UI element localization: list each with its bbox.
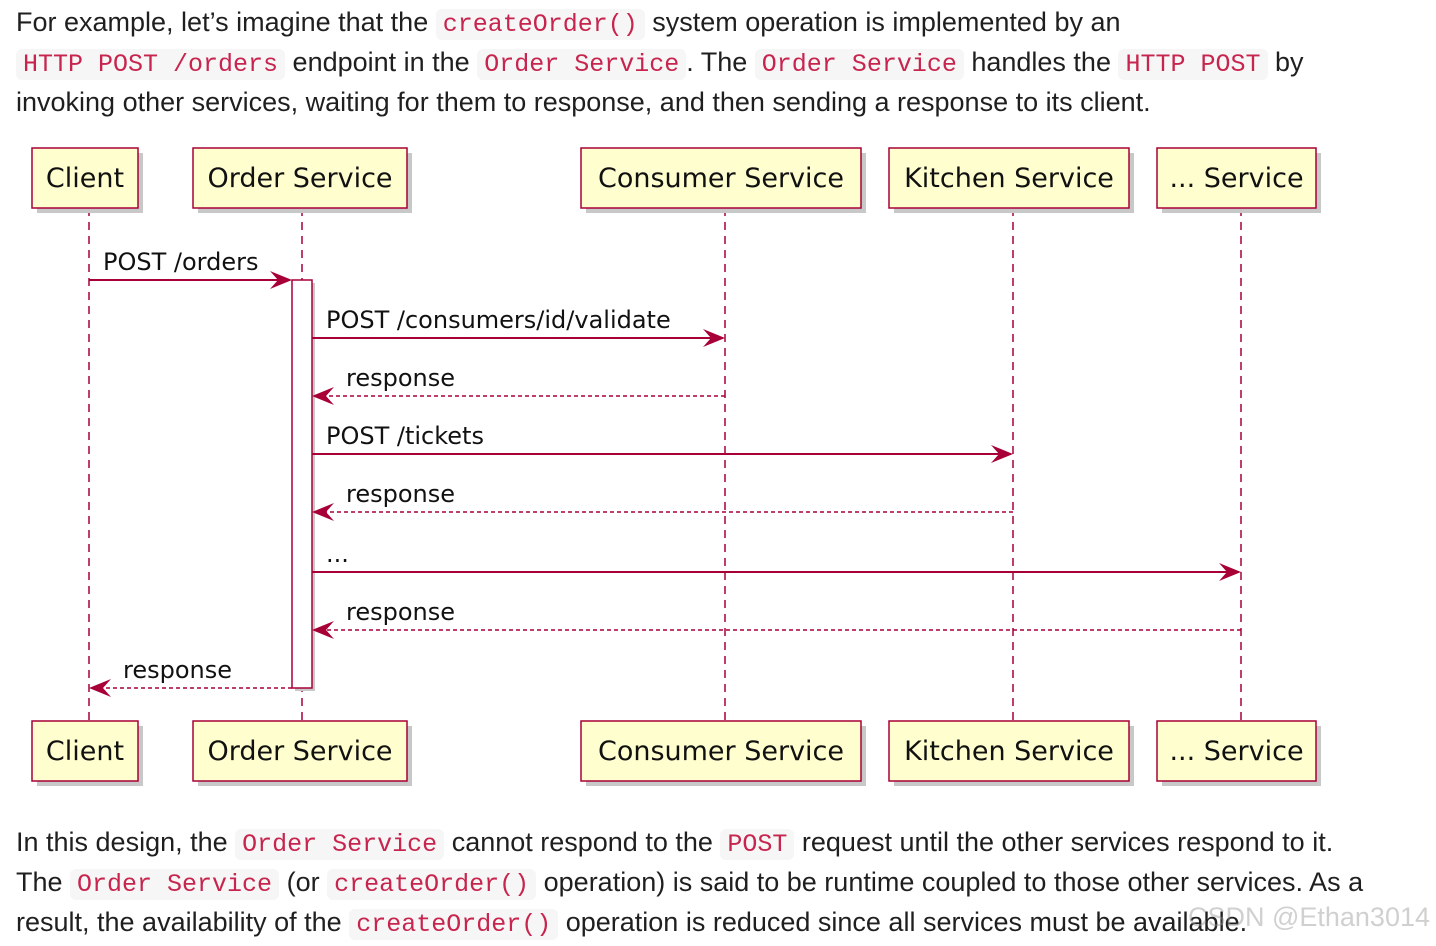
text: endpoint in the (285, 47, 478, 77)
participant-box (192, 720, 408, 782)
message-label: ... (326, 540, 349, 568)
arrowhead (1219, 563, 1241, 581)
participant-label: Order Service (207, 736, 392, 767)
message: POST /tickets (312, 422, 1013, 463)
participant-bottom: Order Service (192, 720, 412, 786)
inline-code: createOrder() (349, 909, 559, 940)
participant-bottom: Client (31, 720, 143, 786)
participant-label: Client (46, 163, 124, 194)
participant-label: Kitchen Service (904, 163, 1114, 194)
text: The (16, 867, 71, 897)
participant-top: Order Service (192, 147, 412, 213)
message-label: response (346, 598, 455, 626)
participant-box (1156, 720, 1317, 782)
text: cannot respond to the (444, 827, 721, 857)
message: response (312, 364, 725, 405)
participant-box (192, 147, 408, 209)
text: (or (279, 867, 328, 897)
message-label: response (123, 656, 232, 684)
participant-box (1156, 147, 1317, 209)
participant-label: ... Service (1169, 163, 1303, 194)
text: result, the availability of the (16, 907, 350, 937)
inline-code: Order Service (477, 49, 687, 80)
message: ... (312, 540, 1241, 581)
participant-label: Consumer Service (598, 163, 844, 194)
participant-label: Kitchen Service (904, 736, 1114, 767)
message-label: response (346, 480, 455, 508)
participant-label: Client (46, 736, 124, 767)
arrowhead (312, 621, 334, 639)
inline-code: HTTP POST /orders (16, 49, 286, 80)
text: handles the (963, 47, 1119, 77)
participant-box (31, 147, 139, 209)
arrowhead (312, 387, 334, 405)
participant-bottom: Kitchen Service (888, 720, 1134, 786)
inline-code: HTTP POST (1118, 49, 1268, 80)
watermark: CSDN @Ethan3014 (1187, 902, 1430, 932)
message: POST /consumers/id/validate (312, 306, 725, 347)
text: For example, let’s imagine that the (16, 7, 436, 37)
arrowhead (703, 329, 725, 347)
arrowhead (270, 271, 292, 289)
participant-box (580, 720, 862, 782)
participant-box (580, 147, 862, 209)
conclusion-paragraph: In this design, the Order Service cannot… (16, 822, 1426, 942)
inline-code: Order Service (754, 49, 964, 80)
intro-paragraph: For example, let’s imagine that the crea… (16, 2, 1426, 122)
arrowhead (89, 679, 111, 697)
message-label: POST /orders (103, 248, 258, 276)
text: . The (686, 47, 755, 77)
participant-label: Consumer Service (598, 736, 844, 767)
text: operation is reduced since all services … (558, 907, 1248, 937)
text: In this design, the (16, 827, 236, 857)
participant-box (888, 147, 1130, 209)
text: invoking other services, waiting for the… (16, 87, 1151, 117)
inline-code: Order Service (235, 829, 445, 860)
text: system operation is implemented by an (644, 7, 1121, 37)
message: response (312, 598, 1241, 639)
participant-top: Kitchen Service (888, 147, 1134, 213)
arrowhead (991, 445, 1013, 463)
text: request until the other services respond… (794, 827, 1334, 857)
participant-label: Order Service (207, 163, 392, 194)
message-label: POST /consumers/id/validate (326, 306, 671, 334)
inline-code: createOrder() (327, 869, 537, 900)
activation-bar (291, 279, 313, 689)
participant-box (31, 720, 139, 782)
message: response (312, 480, 1013, 521)
participant-bottom: Consumer Service (580, 720, 866, 786)
inline-code: POST (720, 829, 795, 860)
inline-code: Order Service (70, 869, 280, 900)
participant-top: ... Service (1156, 147, 1321, 213)
message: POST /orders (89, 248, 292, 289)
message-label: POST /tickets (326, 422, 484, 450)
text: by (1267, 47, 1304, 77)
message: response (89, 656, 292, 697)
text: operation) is said to be runtime coupled… (536, 867, 1364, 897)
inline-code: createOrder() (435, 9, 645, 40)
participant-top: Client (31, 147, 143, 213)
arrowhead (312, 503, 334, 521)
participant-box (888, 720, 1130, 782)
message-label: response (346, 364, 455, 392)
participant-bottom: ... Service (1156, 720, 1321, 786)
participant-label: ... Service (1169, 736, 1303, 767)
participant-top: Consumer Service (580, 147, 866, 213)
